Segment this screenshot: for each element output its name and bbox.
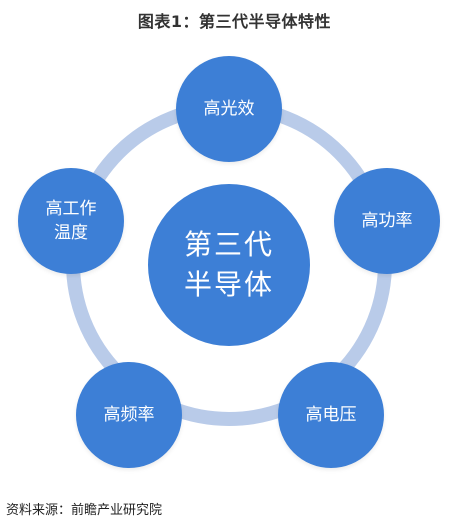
- node-high-operating-temperature: 高工作 温度: [18, 168, 124, 274]
- node-high-frequency: 高频率: [76, 362, 182, 468]
- center-node: 第三代 半导体: [148, 184, 310, 346]
- node-label: 高功率: [361, 211, 413, 231]
- node-label: 高工作 温度: [45, 199, 97, 243]
- node-label: 高电压: [305, 405, 357, 425]
- node-label: 高频率: [103, 405, 155, 425]
- node-label: 高光效: [203, 99, 255, 119]
- node-high-light-efficiency: 高光效: [176, 56, 282, 162]
- node-high-voltage: 高电压: [278, 362, 384, 468]
- center-node-label: 第三代 半导体: [183, 228, 274, 301]
- source-note: 资料来源：前瞻产业研究院: [6, 503, 163, 518]
- node-high-power: 高功率: [334, 168, 440, 274]
- figure-title: 图表1：第三代半导体特性: [137, 12, 332, 31]
